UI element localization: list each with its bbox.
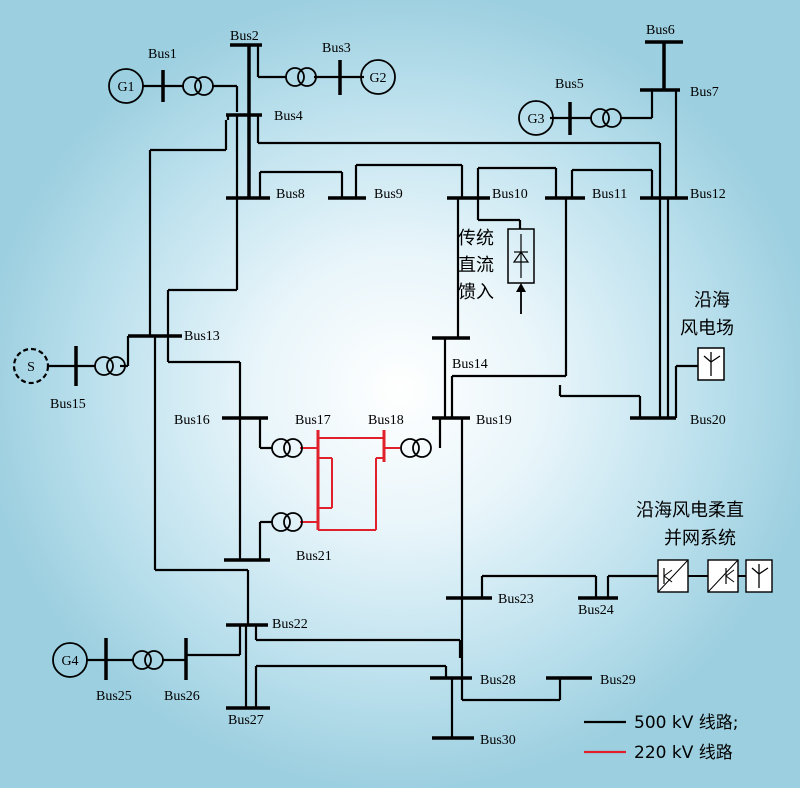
bus14-label: Bus14: [452, 357, 488, 372]
bus6-label: Bus6: [646, 23, 675, 38]
generator-g1-icon: [108, 68, 144, 104]
bus19-label: Bus19: [476, 413, 512, 428]
bus28-label: Bus28: [480, 673, 516, 688]
bus8-label: Bus8: [276, 187, 305, 202]
generator-g4-icon: [52, 642, 88, 678]
arrow-up-icon: [516, 283, 526, 292]
generator-g2-icon: [360, 59, 396, 95]
hvdc-label-line2: 直流: [458, 255, 494, 276]
lines-220kv: [300, 430, 400, 531]
lines-500kv: [48, 40, 698, 740]
transformer-5-icon: [590, 108, 610, 128]
bus13-label: Bus13: [184, 329, 220, 344]
bus24-label: Bus24: [578, 603, 614, 618]
source-s-icon: [12, 347, 50, 385]
flex-dc-label-line1: 沿海风电柔直: [636, 500, 744, 521]
transformer-15-icon: [94, 356, 114, 376]
bus25-label: Bus25: [96, 689, 132, 704]
bus1-label: Bus1: [148, 47, 177, 62]
annotations: 传统 直流 馈入 沿海 风电场 沿海风电柔直 并网系统: [458, 228, 744, 549]
bus-labels: Bus1 Bus2 Bus3 Bus4 Bus5 Bus6 Bus7 Bus8 …: [50, 23, 726, 748]
generators: G1 G2 G3 G4 S: [12, 59, 554, 678]
generator-g3-label: G3: [527, 112, 544, 127]
transformer-17-icon: [271, 438, 291, 458]
bus2-label: Bus2: [230, 29, 259, 44]
legend-500kv-label: 500 kV 线路;: [634, 713, 738, 733]
flex-dc-label-line2: 并网系统: [664, 528, 736, 549]
generator-g4-label: G4: [61, 654, 78, 669]
bus27-label: Bus27: [228, 713, 264, 728]
bus21-label: Bus21: [296, 549, 332, 564]
bus7-label: Bus7: [690, 85, 719, 100]
hvdc-converter: [507, 228, 535, 314]
bus23-label: Bus23: [498, 592, 534, 607]
wind-farm: [697, 347, 725, 381]
bus17-label: Bus17: [295, 413, 331, 428]
bus30-label: Bus30: [480, 733, 516, 748]
bus29-label: Bus29: [600, 673, 636, 688]
bus9-label: Bus9: [374, 187, 403, 202]
bus12-label: Bus12: [690, 187, 726, 202]
transformers: [94, 67, 622, 670]
bus16-label: Bus16: [174, 413, 210, 428]
bus26-label: Bus26: [164, 689, 200, 704]
bus18-label: Bus18: [368, 413, 404, 428]
bus11-label: Bus11: [592, 187, 627, 202]
bus3-label: Bus3: [322, 41, 351, 56]
transformer-21-icon: [271, 512, 291, 532]
wind-farm-label-line1: 沿海: [694, 290, 730, 311]
generator-g3-icon: [518, 100, 554, 136]
bus5-label: Bus5: [555, 77, 584, 92]
source-s-label: S: [27, 360, 35, 375]
legend: 500 kV 线路; 220 kV 线路: [584, 713, 738, 763]
generator-g1-label: G1: [117, 80, 134, 95]
bus4-label: Bus4: [274, 109, 303, 124]
transformer-3-icon: [285, 67, 305, 87]
hvdc-label-line1: 传统: [458, 228, 494, 249]
generator-g2-label: G2: [369, 71, 386, 86]
flexible-dc-system: [657, 559, 773, 593]
bus10-label: Bus10: [492, 187, 528, 202]
transformer-18-icon: [400, 438, 420, 458]
legend-220kv-label: 220 kV 线路: [634, 743, 733, 763]
bus15-label: Bus15: [50, 397, 86, 412]
bus20-label: Bus20: [690, 413, 726, 428]
transformer-1-icon: [182, 76, 202, 96]
hvdc-label-line3: 馈入: [458, 282, 494, 303]
wind-farm-label-line2: 风电场: [680, 318, 734, 339]
bus22-label: Bus22: [272, 617, 308, 632]
transformer-25-icon: [132, 650, 152, 670]
